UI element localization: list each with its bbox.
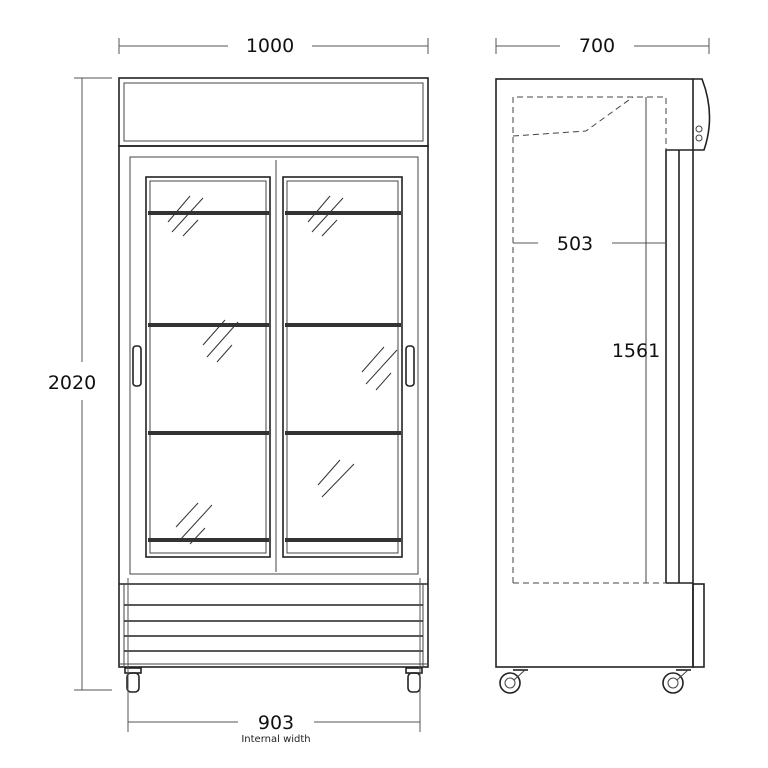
side-body [495, 78, 694, 668]
left-sliding-door [145, 160, 277, 572]
control-knob-icon [695, 134, 703, 142]
right-sliding-door [282, 176, 403, 558]
right-door-handle [405, 345, 415, 387]
overall-height-label: 2020 [48, 372, 96, 394]
width-dimension: 1000 [118, 35, 429, 57]
overall-depth-label: 700 [579, 35, 615, 57]
depth-dimension: 700 [495, 35, 710, 57]
internal-width-label: 903 [258, 712, 294, 734]
overall-width-label: 1000 [246, 35, 294, 57]
front-casters [124, 667, 423, 693]
top-control-panel [693, 78, 711, 151]
door-frame [129, 156, 419, 575]
evaporator-outline [512, 96, 634, 137]
header-canopy [118, 77, 429, 147]
bottom-grille [119, 583, 428, 666]
internal-volume-outline [512, 96, 667, 584]
cabinet-body [118, 145, 429, 668]
side-view: 700 503 1561 [495, 35, 711, 694]
left-door-handle [132, 345, 142, 387]
internal-depth-label: 503 [557, 233, 593, 255]
side-casters [499, 669, 691, 694]
internal-width-dimension: 903 Internal width [127, 578, 421, 745]
internal-depth-dimension: 503 [513, 233, 666, 255]
height-dimension: 2020 [48, 77, 112, 691]
front-view: 1000 2020 [48, 35, 429, 745]
internal-width-caption: Internal width [241, 734, 310, 745]
glass-reflection-marks [167, 195, 398, 545]
internal-height-label: 1561 [612, 340, 660, 362]
control-knob-icon [695, 125, 703, 133]
shelves [148, 211, 401, 542]
side-door-profile [665, 149, 705, 668]
